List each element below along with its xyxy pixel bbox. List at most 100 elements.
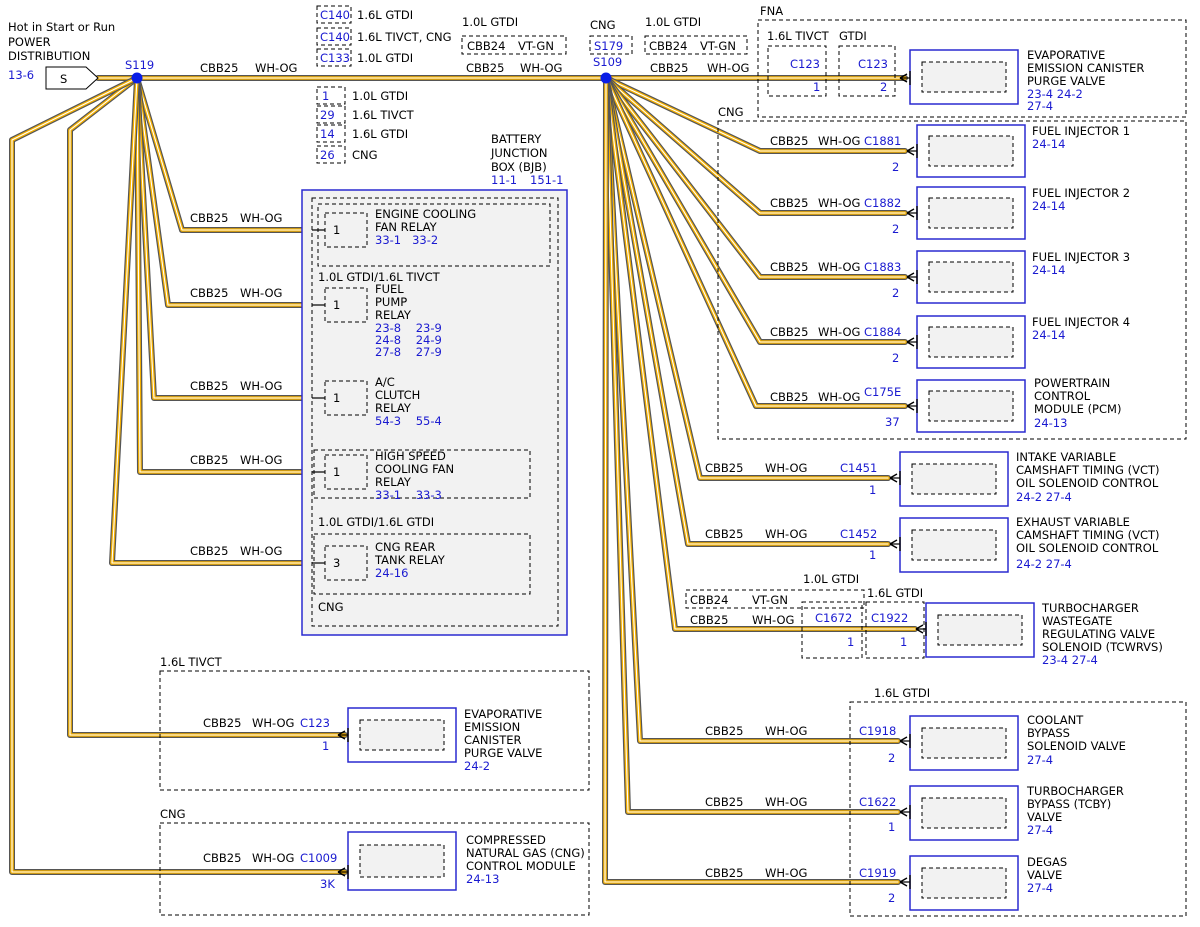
splice-s119-label[interactable]: S119 [125,58,154,72]
injector-ref[interactable]: 24-14 [1032,137,1065,151]
wire-s109-to-evct [603,75,891,547]
wire-label-circuit: CBB25 [190,544,228,558]
evap-left-ref[interactable]: 24-2 [464,759,490,773]
injector-connector[interactable]: C1882 [864,196,901,210]
source-ref[interactable]: 13-6 [8,68,34,82]
s179-label[interactable]: S179 [594,39,623,53]
injector-ref[interactable]: 24-14 [1032,199,1065,213]
c140-b-label[interactable]: C140 [320,30,350,44]
top-connector-options: C140 1.6L GTDI C140 1.6L TIVCT, CNG C133… [316,5,748,164]
wire-label-color: WH-OG [818,196,860,210]
connector-arrow [906,399,918,413]
source-line3: DISTRIBUTION [8,49,90,63]
tcby-ref[interactable]: 27-4 [1027,823,1053,837]
degas-connector[interactable]: C1919 [859,866,896,880]
pin1-box [316,86,346,105]
relay-ref[interactable]: 33-1 33-3 [375,488,442,502]
turbo-inner [937,614,1023,646]
pin1-text: 1.0L GTDI [352,89,408,103]
wire-label-circuit: CBB25 [705,795,743,809]
injector-ref[interactable]: 24-14 [1032,328,1065,342]
relay-ref[interactable]: 54-3 55-4 [375,414,442,428]
wire-s109-to-inj-2 [603,75,908,216]
injector-connector[interactable]: C1883 [864,260,901,274]
degas-pin: 2 [888,891,895,905]
tcby-connector[interactable]: C1622 [859,795,896,809]
cng-module-inner [359,844,445,878]
wire-label-circuit: CBB25 [690,613,728,627]
evct-connector[interactable]: C1452 [840,527,877,541]
injector-ref[interactable]: 24-14 [1032,263,1065,277]
relay-ref[interactable]: 24-8 24-9 [375,333,442,347]
wire-label-circuit-alt: CBB24 [467,39,505,53]
wire-label-color: WH-OG [240,211,282,225]
evct-ref[interactable]: 24-2 27-4 [1016,557,1072,571]
relay-ref[interactable]: 23-8 23-9 [375,321,442,335]
degas-l2: VALVE [1027,868,1062,882]
connector-arrow [906,270,918,284]
gtdi-group-label: 1.6L GTDI [874,686,930,700]
c133-label[interactable]: C133 [320,51,350,65]
turbo-pin1: 1 [847,635,854,649]
bjb-ref2[interactable]: 151-1 [530,173,563,187]
injector-inner [928,326,1014,358]
wire-label-circuit-alt: CBB24 [649,39,687,53]
wire-label-circuit: CBB25 [770,260,808,274]
cng-module-ref[interactable]: 24-13 [466,872,499,886]
turbo-ref[interactable]: 23-4 27-4 [1042,653,1098,667]
ivct-ref[interactable]: 24-2 27-4 [1016,490,1072,504]
fna-gtdi-box [838,45,896,97]
wire-s109-to-ivct [603,75,891,481]
cng-module-connector[interactable]: C1009 [300,851,337,865]
battery-junction-box: BATTERY JUNCTION BOX (BJB) 11-1 151-1 1.… [190,132,568,636]
cng-group-label: CNG [160,807,186,821]
ivct-inner [911,463,997,495]
turbo-pin2: 1 [900,635,907,649]
wire-s119-to-evap-left [67,75,348,738]
relay-hs-fan-group [313,449,531,499]
relay-pin: 1 [333,298,340,312]
pcm-inner [928,390,1014,422]
c140-b-box [316,27,352,46]
wire-label-color: WH-OG [765,527,807,541]
wire-label-circuit: CBB25 [705,724,743,738]
injector-name: FUEL INJECTOR 3 [1032,250,1130,264]
evap-left-connector[interactable]: C123 [300,716,330,730]
cng-module-l1: COMPRESSED [466,833,546,847]
relay-label-l3: RELAY [375,475,412,489]
evap-top-conn2[interactable]: C123 [858,57,888,71]
bjb-ref1[interactable]: 11-1 [491,173,517,187]
relay-ref[interactable]: 24-16 [375,566,408,580]
turbo-conn2[interactable]: C1922 [871,611,908,625]
turbo-conn1[interactable]: C1672 [815,611,852,625]
injector-connector[interactable]: C1884 [864,325,901,339]
mid-cbb24-box [461,35,567,55]
turbo-c1922-box [865,601,925,659]
s179-box [589,35,633,55]
relay-ref[interactable]: 33-1 33-2 [375,233,438,247]
evap-left-l4: PURGE VALVE [464,746,542,760]
degas-ref[interactable]: 27-4 [1027,881,1053,895]
wire-s109-to-inj-3 [603,75,908,280]
wire-label-circuit: CBB25 [190,211,228,225]
injector-connector[interactable]: C1881 [864,134,901,148]
relay-label-l1: CNG REAR [375,540,435,554]
pcm-connector[interactable]: C175E [864,385,901,399]
c140-a-label[interactable]: C140 [320,8,350,22]
evap-top-ref1[interactable]: 23-4 24-2 [1027,87,1083,101]
ivct-connector[interactable]: C1451 [840,461,877,475]
relay-ref[interactable]: 27-8 27-9 [375,345,442,359]
wire-harness [9,75,918,885]
splice-s109-label[interactable]: S109 [593,55,622,69]
coolant-ref[interactable]: 27-4 [1027,753,1053,767]
coolant-connector[interactable]: C1918 [859,724,896,738]
evap-top-ref2[interactable]: 27-4 [1027,99,1053,113]
evap-top-conn1[interactable]: C123 [790,57,820,71]
evct-l1: EXHAUST VARIABLE [1016,515,1130,529]
injector-name: FUEL INJECTOR 2 [1032,186,1130,200]
pin14-label: 14 [320,127,335,141]
pcm-ref[interactable]: 24-13 [1034,416,1067,430]
